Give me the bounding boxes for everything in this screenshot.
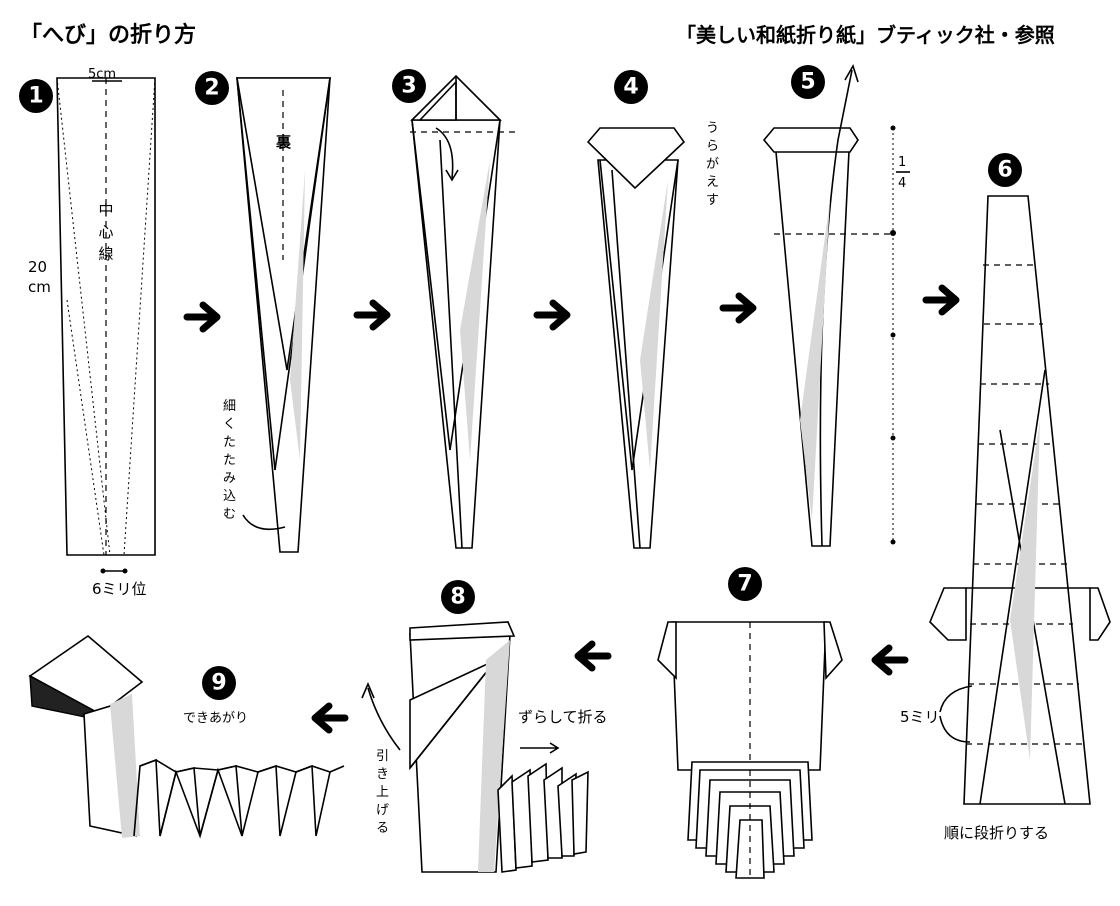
pull-up-label-3: 上 xyxy=(376,785,389,800)
step-7: 7 xyxy=(657,567,843,879)
step-8-badge: 8 xyxy=(441,580,475,614)
fold-in-label-3: た xyxy=(223,435,236,450)
pull-up-label-2: き xyxy=(376,767,389,782)
turn-over-label-4: え xyxy=(706,175,719,190)
turn-over-label-3: が xyxy=(706,157,719,172)
step-6-badge: 6 xyxy=(988,153,1022,187)
fold-in-label-2: く xyxy=(223,417,236,432)
step-fold-label: 順に段折りする xyxy=(944,824,1049,842)
step-3: 3 xyxy=(392,69,515,549)
paper-strip xyxy=(56,77,156,556)
arrow-right-icon xyxy=(922,284,960,316)
arrow-left-icon xyxy=(311,702,349,734)
step-6: 6 5ミリ 順に段折りする xyxy=(900,153,1111,842)
step-9-badge: 9 xyxy=(202,666,236,700)
height-dim-unit: cm xyxy=(28,278,51,296)
page-title: 「へび」の折り方 xyxy=(20,22,196,48)
step-1: 1 5cm 20 cm 中 心 線 6ミリ位 xyxy=(19,67,156,598)
svg-text:4: 4 xyxy=(623,75,638,100)
six-mm-label: 6ミリ位 xyxy=(92,580,147,598)
center-line-label-3: 線 xyxy=(98,245,113,263)
arrow-right-icon xyxy=(183,301,221,333)
svg-text:3: 3 xyxy=(401,74,416,99)
step-5-badge: 5 xyxy=(791,65,825,99)
shift-fold-label: ずらして折る xyxy=(518,708,608,726)
back-label: 裏 xyxy=(275,133,292,151)
turn-over-label-2: ら xyxy=(706,139,719,154)
step-4: 4 う ら が え す xyxy=(586,70,719,549)
svg-text:7: 7 xyxy=(737,572,752,597)
svg-text:2: 2 xyxy=(204,76,219,101)
center-line-label-1: 中 xyxy=(98,201,113,219)
arrow-right-icon xyxy=(353,299,391,331)
width-dim-label: 5cm xyxy=(88,67,116,82)
fold-in-label-1: 細 xyxy=(223,399,236,414)
fold-in-label-7: む xyxy=(223,507,236,522)
step-9: 9 できあがり xyxy=(28,634,345,839)
pull-up-label-5: る xyxy=(376,821,389,836)
quarter-numerator: 1 xyxy=(898,155,906,170)
step-4-badge: 4 xyxy=(614,70,648,104)
step-7-badge: 7 xyxy=(728,567,762,601)
arrow-left-icon xyxy=(574,640,612,672)
svg-text:8: 8 xyxy=(450,585,465,610)
svg-text:1: 1 xyxy=(28,84,43,109)
pull-up-label-1: 引 xyxy=(376,749,389,764)
turn-over-label-5: す xyxy=(706,193,719,208)
arrow-right-icon xyxy=(719,292,757,324)
fold-in-label-5: み xyxy=(223,471,236,486)
fold-in-label-6: 込 xyxy=(223,489,236,504)
turn-over-label-1: う xyxy=(706,121,719,136)
arrow-left-icon xyxy=(871,644,909,676)
quarter-denominator: 4 xyxy=(898,176,906,191)
step-2-badge: 2 xyxy=(195,71,229,105)
svg-text:6: 6 xyxy=(997,158,1012,183)
step-2: 2 裏 細 く た た み 込 む xyxy=(195,71,331,553)
step-3-badge: 3 xyxy=(392,69,426,103)
step-5: 5 1 4 xyxy=(762,64,910,547)
height-dim-num: 20 xyxy=(28,258,47,276)
svg-text:9: 9 xyxy=(211,671,226,696)
source-credit: 「美しい和紙折り紙」ブティック社・参照 xyxy=(676,23,1055,47)
svg-text:5: 5 xyxy=(800,70,815,95)
pull-up-label-4: げ xyxy=(376,803,389,818)
done-label: できあがり xyxy=(183,711,248,726)
center-line-label-2: 心 xyxy=(98,223,113,241)
step-1-badge: 1 xyxy=(19,79,53,113)
five-mm-label: 5ミリ xyxy=(900,708,940,726)
fold-in-label-4: た xyxy=(223,453,236,468)
arrow-right-icon xyxy=(533,299,571,331)
step-8: 8 ずらして折る 引 き 上 げ る xyxy=(361,580,608,873)
